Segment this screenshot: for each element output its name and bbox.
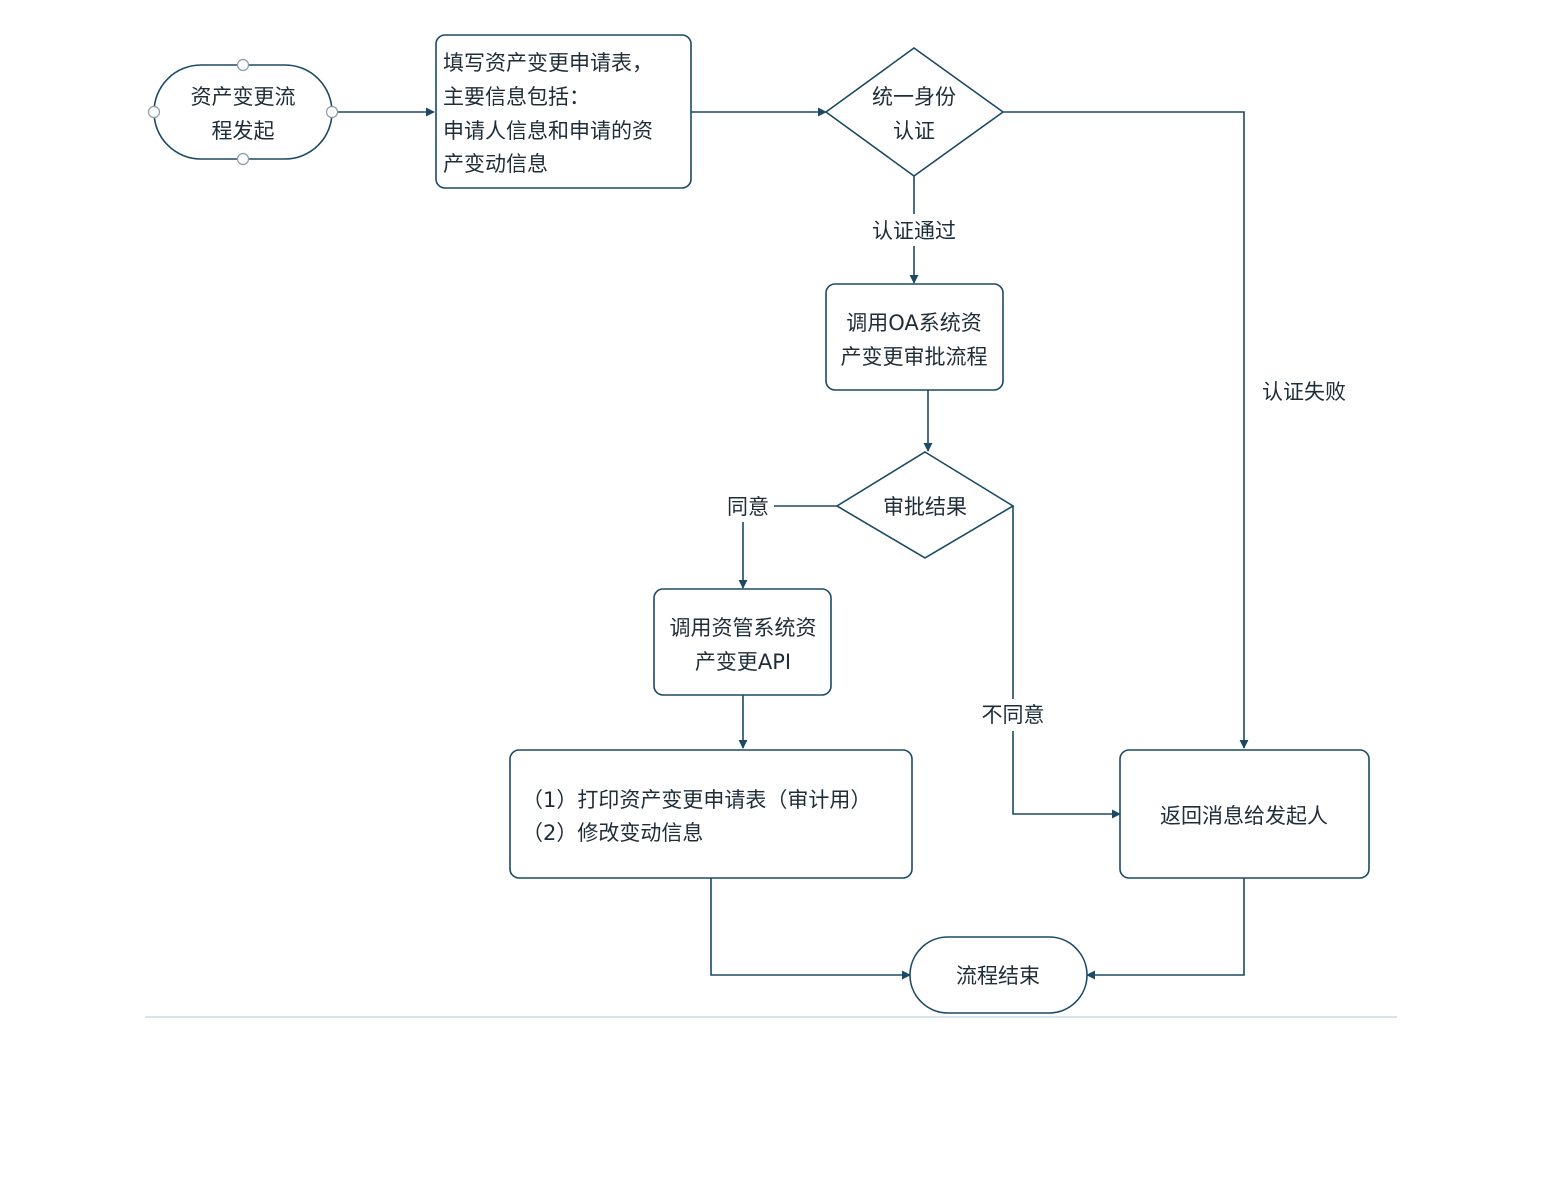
- edge-labels: 认证通过 认证失败 同意 不同意: [722, 214, 1352, 731]
- node-start-line-2: 程发起: [212, 119, 275, 143]
- node-call-api: 调用资管系统资 产变更API: [653, 588, 832, 696]
- node-print-modify: （1）打印资产变更申请表（审计用） （2）修改变动信息: [509, 749, 913, 879]
- node-call-api-line-2: 产变更API: [695, 650, 791, 674]
- edge-auth-fail-to-return: [1003, 111, 1249, 749]
- node-print-modify-line-1: （1）打印资产变更申请表（审计用）: [522, 788, 871, 812]
- node-fill-form: 填写资产变更申请表， 主要信息包括： 申请人信息和申请的资 产变动信息: [435, 34, 692, 189]
- edge-return-to-end: [1086, 878, 1245, 980]
- connector-dot-right: [325, 105, 339, 119]
- node-return-message-label: 返回消息给发起人: [1160, 804, 1328, 828]
- node-start: 资产变更流 程发起: [147, 58, 339, 166]
- connector-dot-top: [236, 58, 250, 72]
- edge-print-to-end: [710, 878, 911, 980]
- node-identity-auth: 统一身份 认证: [824, 47, 1005, 177]
- node-end: 流程结束: [909, 936, 1088, 1014]
- node-fill-form-line-4: 产变动信息: [443, 152, 548, 176]
- node-call-api-line-1: 调用资管系统资: [670, 616, 817, 640]
- edge-label-agree: 同意: [727, 495, 769, 519]
- node-fill-form-line-3: 申请人信息和申请的资: [443, 119, 653, 143]
- edge-result-disagree-to-return: [1012, 506, 1121, 819]
- node-fill-form-line-1: 填写资产变更申请表，: [443, 51, 653, 75]
- edge-label-auth-pass: 认证通过: [872, 219, 956, 243]
- node-identity-auth-line-2: 认证: [893, 119, 935, 143]
- node-identity-auth-line-1: 统一身份: [872, 85, 956, 109]
- connector-dot-bottom: [236, 152, 250, 166]
- edge-label-disagree: 不同意: [982, 703, 1045, 727]
- node-start-line-1: 资产变更流: [191, 85, 296, 109]
- edge-label-auth-fail: 认证失败: [1262, 380, 1346, 404]
- node-fill-form-line-2: 主要信息包括：: [443, 85, 590, 109]
- node-oa-approval: 调用OA系统资 产变更审批流程: [825, 283, 1004, 391]
- node-oa-approval-line-1: 调用OA系统资: [846, 311, 982, 335]
- node-oa-approval-line-2: 产变更审批流程: [841, 345, 988, 369]
- node-end-label: 流程结束: [956, 964, 1040, 988]
- connector-dot-left: [147, 105, 161, 119]
- node-return-message: 返回消息给发起人: [1119, 749, 1370, 879]
- node-approval-result: 审批结果: [835, 451, 1015, 559]
- node-approval-result-label: 审批结果: [883, 495, 967, 519]
- node-print-modify-line-2: （2）修改变动信息: [522, 821, 703, 845]
